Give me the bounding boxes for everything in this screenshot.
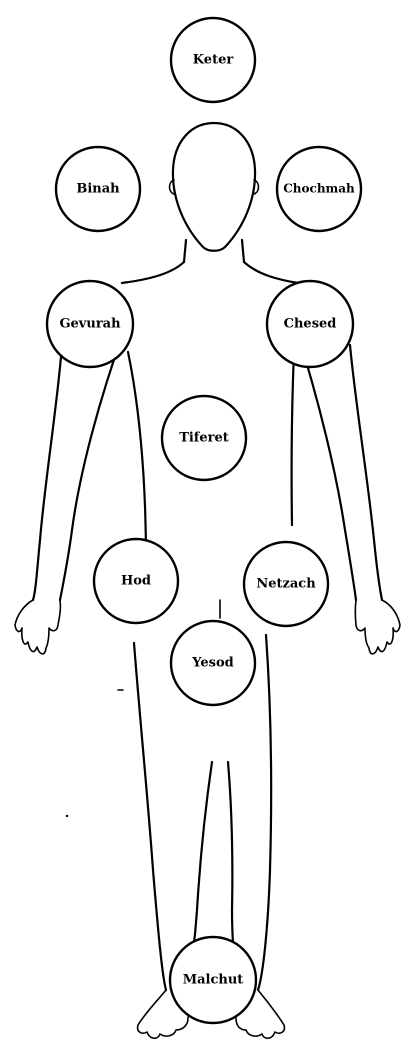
binah-label: Binah xyxy=(76,182,120,197)
hod-node: Hod xyxy=(94,539,178,623)
right-arm-outer xyxy=(350,345,382,600)
neck-left xyxy=(184,240,186,262)
tiferet-node: Tiferet xyxy=(162,396,246,480)
chochmah-node: Chochmah xyxy=(277,147,361,231)
gevurah-label: Gevurah xyxy=(59,317,121,332)
malchut-node: Malchut xyxy=(170,937,256,1023)
netzach-label: Netzach xyxy=(256,577,316,592)
right-leg-outer xyxy=(258,635,271,990)
torso-left xyxy=(128,352,146,560)
tiferet-label: Tiferet xyxy=(179,431,229,446)
keter-node: Keter xyxy=(171,18,255,102)
left-leg-outer xyxy=(134,643,166,990)
neck-right xyxy=(242,240,244,262)
chesed-label: Chesed xyxy=(284,317,337,332)
chochmah-label: Chochmah xyxy=(283,182,355,196)
shoulder-left xyxy=(122,262,184,283)
torso-right xyxy=(292,352,294,525)
hod-label: Hod xyxy=(121,574,151,589)
sefirot-nodes: Keter Binah Chochmah Gevurah Chesed Tife… xyxy=(47,18,361,1023)
stray-dot xyxy=(66,815,68,817)
binah-node: Binah xyxy=(56,147,140,231)
right-hand xyxy=(355,600,400,654)
yesod-node: Yesod xyxy=(171,621,255,705)
yesod-label: Yesod xyxy=(191,656,234,671)
chesed-node: Chesed xyxy=(267,281,353,367)
netzach-node: Netzach xyxy=(244,542,328,626)
gevurah-node: Gevurah xyxy=(47,281,133,367)
malchut-label: Malchut xyxy=(183,973,244,988)
keter-label: Keter xyxy=(193,53,234,68)
body-outline xyxy=(15,123,400,1038)
left-arm-outer xyxy=(33,345,62,600)
left-hand xyxy=(15,600,60,654)
shoulder-right xyxy=(244,262,298,283)
head-outline xyxy=(173,123,255,251)
